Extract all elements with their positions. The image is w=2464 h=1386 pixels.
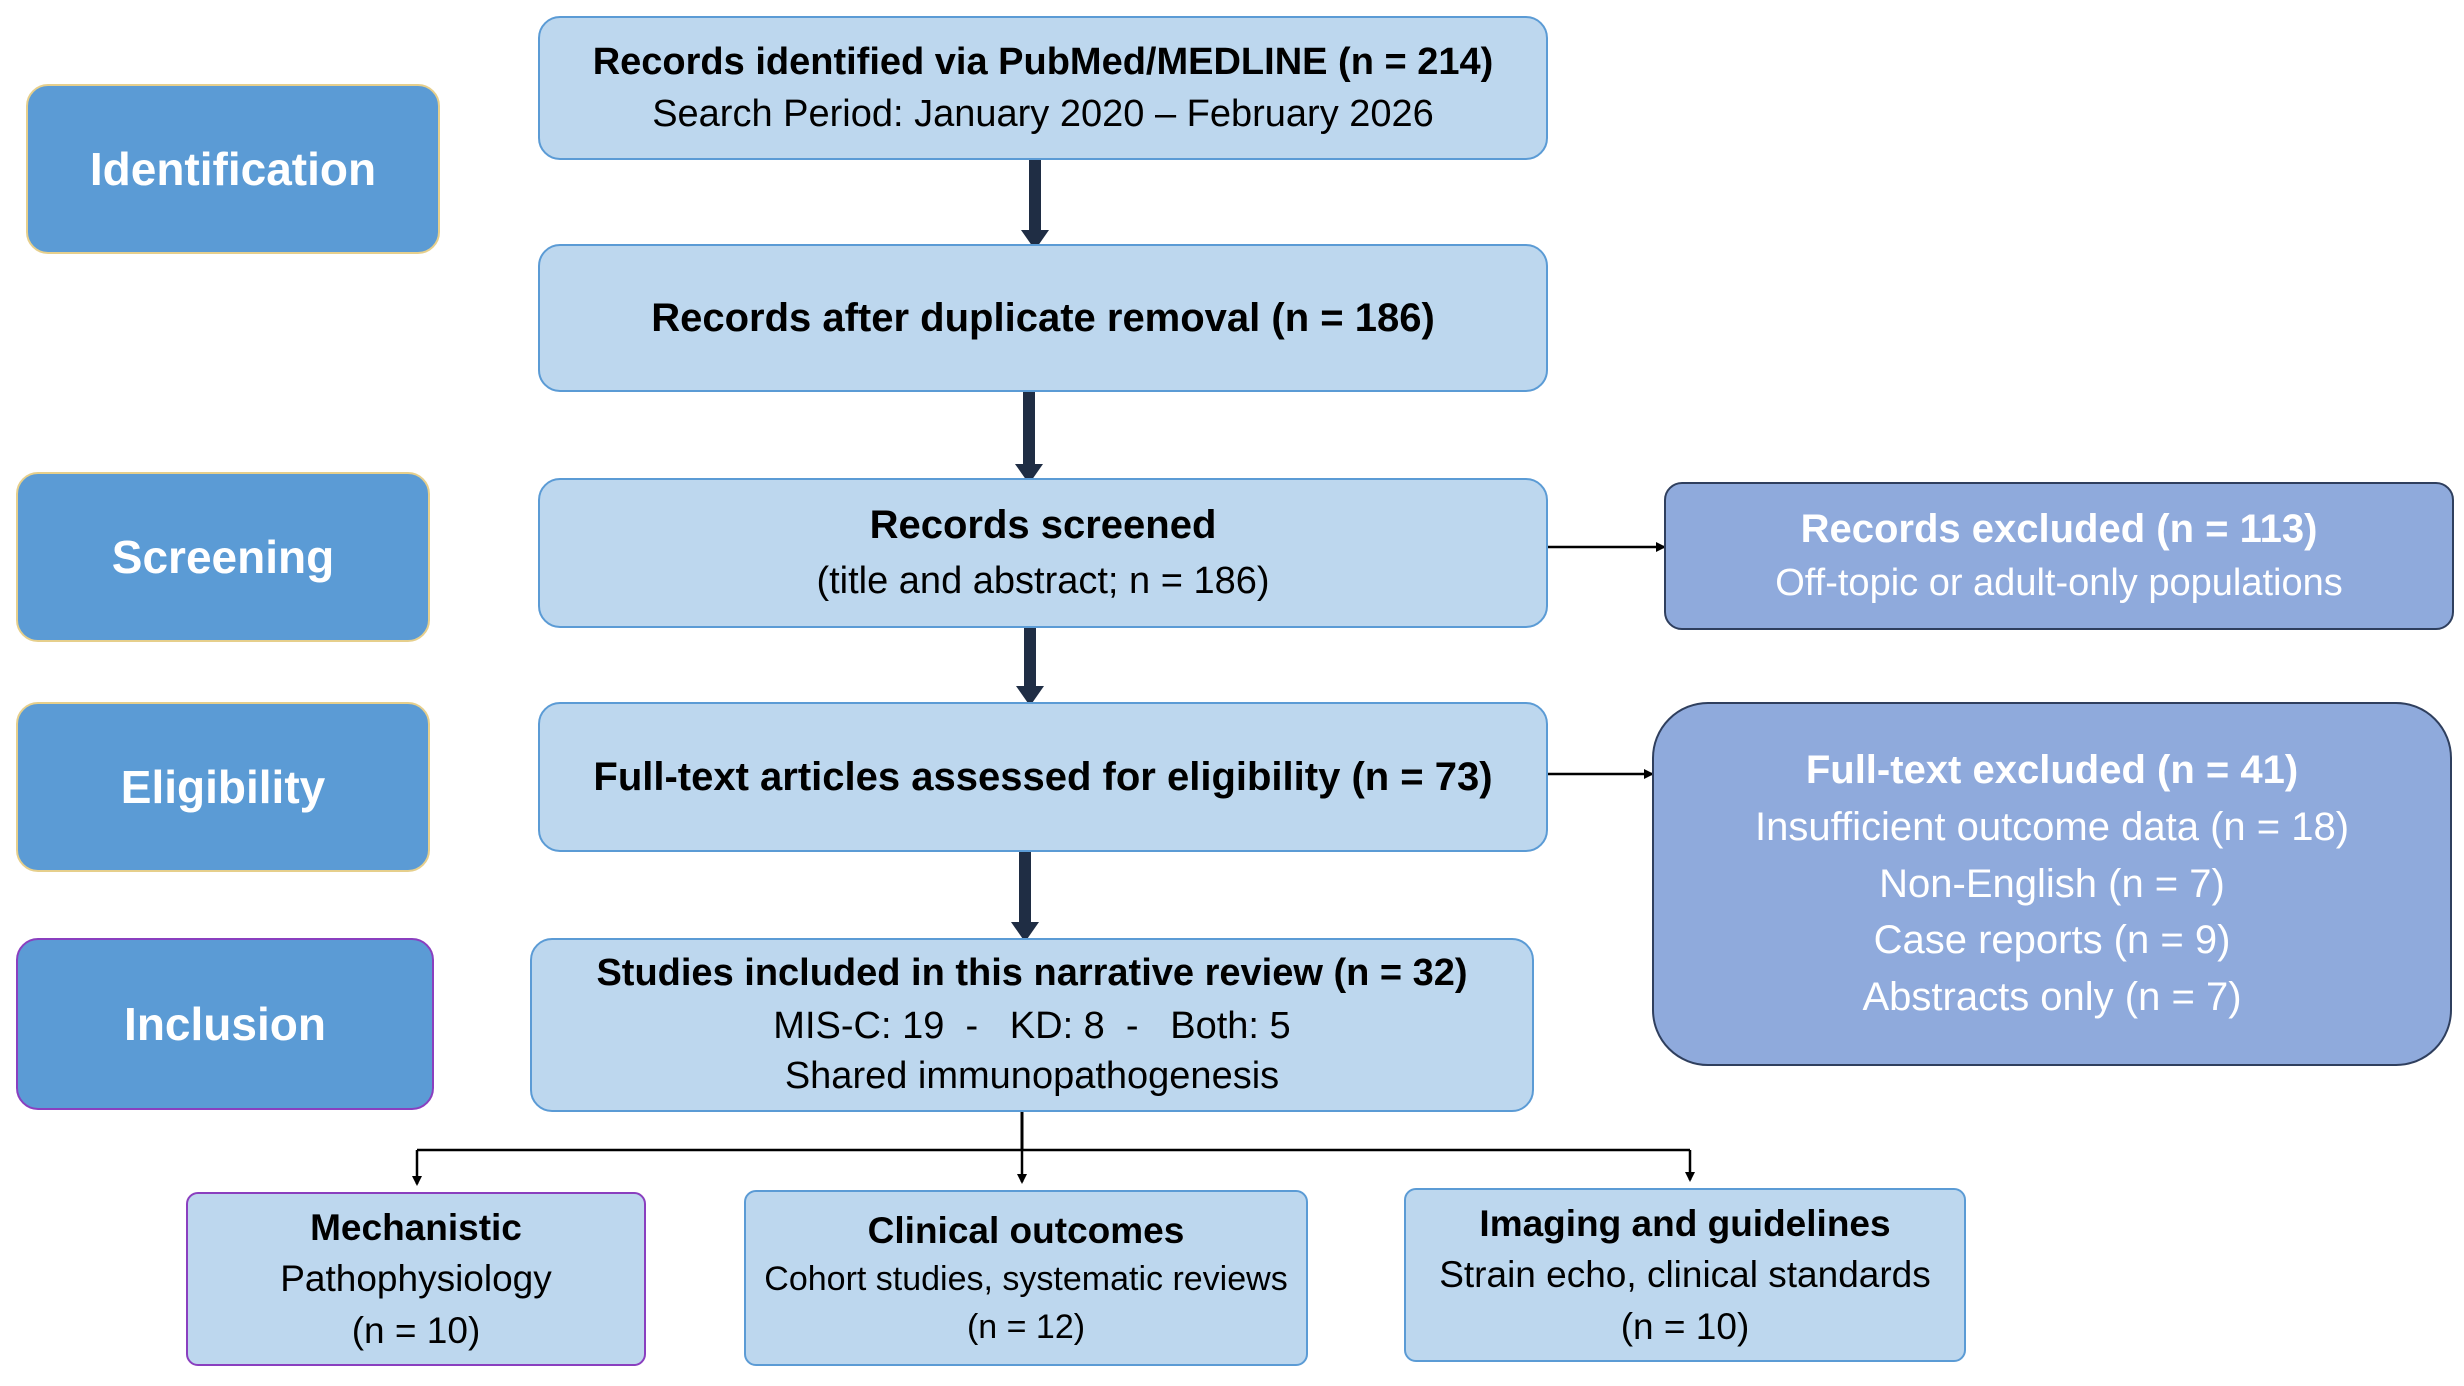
phase-identification-label: Identification: [89, 142, 377, 195]
branch-connector: [412, 1112, 1695, 1186]
imaging-guidelines-count: (n = 10): [1620, 1305, 1750, 1347]
after-duplicates-box: Records after duplicate removal (n = 186…: [538, 244, 1548, 392]
phase-inclusion-label: Inclusion: [124, 997, 326, 1050]
imaging-guidelines-box: Imaging and guidelines Strain echo, clin…: [1404, 1188, 1966, 1362]
after-duplicates-title: Records after duplicate removal (n = 186…: [651, 295, 1435, 340]
exclusion-reason: Case reports (n = 9): [1873, 918, 2231, 963]
included-title: Studies included in this narrative revie…: [596, 952, 1468, 995]
excluded-screening-detail: Off-topic or adult-only populations: [1775, 562, 2343, 605]
arrow-identified-to-deduplicated: [1021, 158, 1049, 250]
arrow-fulltext-to-included: [1011, 852, 1039, 942]
mechanistic-title: Mechanistic: [310, 1207, 522, 1249]
exclusion-reason: Abstracts only (n = 7): [1862, 975, 2242, 1020]
excluded-screening-box: Records excluded (n = 113) Off-topic or …: [1664, 482, 2454, 630]
phase-inclusion: Inclusion: [16, 938, 434, 1110]
clinical-outcomes-count: (n = 12): [966, 1307, 1086, 1346]
phase-identification: Identification: [26, 84, 440, 254]
mechanistic-box: Mechanistic Pathophysiology (n = 10): [186, 1192, 646, 1366]
phase-screening: Screening: [16, 472, 430, 642]
excluded-full-text-title: Full-text excluded (n = 41): [1805, 748, 2299, 792]
phase-screening-label: Screening: [111, 530, 335, 583]
phase-eligibility-label: Eligibility: [120, 760, 326, 813]
arrow-screened-to-fulltext: [1016, 628, 1044, 706]
included-detail: Shared immunopathogenesis: [784, 1055, 1280, 1098]
included-box: Studies included in this narrative revie…: [530, 938, 1534, 1112]
arrow-deduplicated-to-screened: [1015, 392, 1043, 484]
screened-title: Records screened: [869, 503, 1217, 548]
included-breakdown: MIS-C: 19 - KD: 8 - Both: 5: [773, 1004, 1291, 1047]
excluded-full-text-box: Full-text excluded (n = 41) Insufficient…: [1652, 702, 2452, 1066]
imaging-guidelines-title: Imaging and guidelines: [1479, 1203, 1891, 1245]
mechanistic-line1: Pathophysiology: [280, 1258, 552, 1300]
full-text-assessed-title: Full-text articles assessed for eligibil…: [593, 754, 1493, 799]
search-period-text: Search Period: January 2020 – February 2…: [652, 93, 1434, 135]
clinical-outcomes-line1: Cohort studies, systematic reviews: [764, 1260, 1288, 1299]
screened-box: Records screened (title and abstract; n …: [538, 478, 1548, 628]
clinical-outcomes-title: Clinical outcomes: [867, 1209, 1185, 1251]
excluded-screening-title: Records excluded (n = 113): [1800, 507, 2318, 552]
imaging-guidelines-line1: Strain echo, clinical standards: [1439, 1254, 1931, 1296]
mechanistic-count: (n = 10): [351, 1309, 481, 1351]
records-identified-box: Records identified via PubMed/MEDLINE (n…: [538, 16, 1548, 160]
exclusion-reason: Non-English (n = 7): [1879, 861, 2225, 906]
records-identified-title: Records identified via PubMed/MEDLINE (n…: [592, 40, 1494, 83]
clinical-outcomes-box: Clinical outcomes Cohort studies, system…: [744, 1190, 1308, 1366]
screened-detail: (title and abstract; n = 186): [816, 560, 1270, 603]
exclusion-reason: Insufficient outcome data (n = 18): [1754, 804, 2350, 849]
phase-eligibility: Eligibility: [16, 702, 430, 872]
full-text-assessed-box: Full-text articles assessed for eligibil…: [538, 702, 1548, 852]
